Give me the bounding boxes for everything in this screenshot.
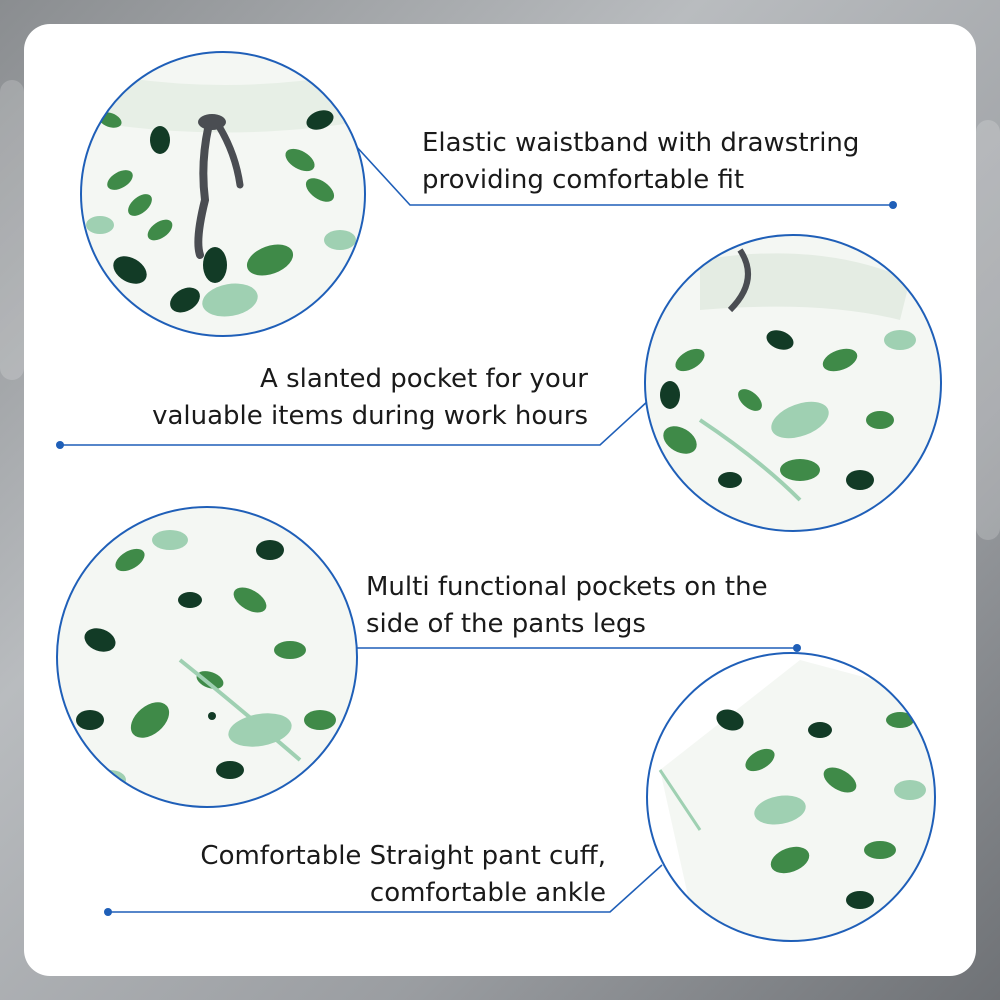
zoom-circle-pocket bbox=[644, 234, 942, 532]
callout-pocket-text: A slanted pocket for your valuable items… bbox=[152, 364, 588, 431]
callout-cuff-text: Comfortable Straight pant cuff, comforta… bbox=[200, 841, 606, 908]
connector-line-waistband bbox=[354, 144, 893, 206]
zoom-ring-waistband bbox=[80, 51, 366, 337]
connector-line-side-pocket bbox=[343, 639, 797, 649]
connector-dot-cuff bbox=[104, 908, 112, 916]
background-panel-right bbox=[976, 120, 1000, 540]
zoom-circle-cuff bbox=[646, 652, 936, 942]
zoom-ring-side-pocket bbox=[56, 506, 358, 808]
callout-side-pocket-text: Multi functional pockets on the side of … bbox=[366, 572, 768, 639]
connector-dot-side-pocket bbox=[793, 644, 801, 652]
background-panel-left bbox=[0, 80, 24, 380]
zoom-circle-waistband bbox=[80, 51, 366, 337]
connector-line-pocket bbox=[60, 399, 650, 446]
connector-line-cuff bbox=[108, 864, 663, 913]
zoom-ring-cuff bbox=[646, 652, 936, 942]
zoom-circle-side-pocket bbox=[56, 506, 358, 808]
zoom-ring-pocket bbox=[644, 234, 942, 532]
connector-dot-waistband bbox=[889, 201, 897, 209]
callout-waistband-text: Elastic waistband with drawstring provid… bbox=[422, 128, 860, 195]
connector-dot-pocket bbox=[56, 441, 64, 449]
